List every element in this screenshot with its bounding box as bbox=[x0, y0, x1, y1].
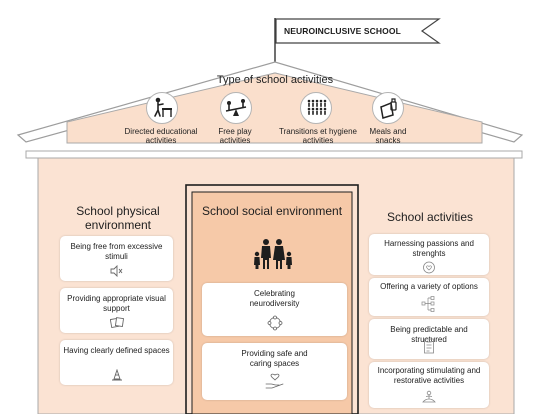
activity-icon-circle bbox=[372, 92, 404, 124]
heart-circle-icon bbox=[423, 261, 435, 274]
family-icon bbox=[254, 239, 292, 269]
seesaw-icon bbox=[225, 99, 247, 116]
social-box-border bbox=[185, 184, 359, 414]
activities-column-title: School activities bbox=[386, 210, 474, 224]
activities-card: Offering a variety of options bbox=[369, 278, 489, 316]
activity-icon-circle bbox=[146, 92, 178, 124]
crowd-icon bbox=[307, 99, 327, 115]
social-card-label: Celebrating neurodiversity bbox=[249, 289, 300, 308]
picture-cards-icon bbox=[109, 317, 124, 328]
social-card-label: Providing safe and caring spaces bbox=[241, 349, 308, 368]
lunchbox-icon bbox=[380, 98, 397, 119]
activities-card: Harnessing passions and strenghts bbox=[369, 234, 489, 275]
activity-label-transitions: Transitions et hygiene activities bbox=[279, 127, 357, 145]
activity-label-meals: Meals and snacks bbox=[369, 127, 407, 145]
options-tree-icon bbox=[421, 296, 435, 312]
physical-column-title: School physical environment bbox=[76, 204, 160, 232]
physical-card: Being free from excessive stimuli bbox=[60, 236, 173, 281]
activity-label-free-play: Free play activities bbox=[218, 127, 252, 145]
activities-card-label: Offering a variety of options bbox=[380, 282, 478, 291]
checklist-icon bbox=[424, 338, 434, 354]
heart-in-hand-icon bbox=[265, 373, 283, 389]
activities-card: Being predictable and structured bbox=[369, 319, 489, 359]
activity-icon-circle bbox=[300, 92, 332, 124]
activity-label-directed: Directed educational activities bbox=[124, 127, 198, 145]
connected-people-icon bbox=[267, 315, 282, 331]
flag-title: NEUROINCLUSIVE SCHOOL bbox=[284, 26, 401, 36]
social-card: Celebrating neurodiversity bbox=[202, 283, 347, 336]
cornice bbox=[25, 150, 523, 159]
social-card: Providing safe and caring spaces bbox=[202, 343, 347, 400]
physical-card-label: Providing appropriate visual support bbox=[67, 294, 166, 313]
activities-card-label: Incorporating stimulating and restorativ… bbox=[377, 366, 481, 385]
physical-card: Providing appropriate visual support bbox=[60, 288, 173, 333]
activities-card-label: Harnessing passions and strenghts bbox=[384, 239, 474, 258]
meditation-icon bbox=[422, 390, 436, 403]
physical-card-label: Being free from excessive stimuli bbox=[70, 242, 163, 261]
flag-shape bbox=[275, 18, 441, 44]
activities-card: Incorporating stimulating and restorativ… bbox=[369, 362, 489, 408]
activity-icon-circle bbox=[220, 92, 252, 124]
muted-speaker-icon bbox=[110, 265, 122, 277]
social-column-title: School social environment bbox=[201, 204, 343, 218]
roof-title: Type of school activities bbox=[216, 74, 334, 86]
roof bbox=[16, 61, 524, 143]
traffic-cone-icon bbox=[111, 369, 122, 381]
physical-card: Having clearly defined spaces bbox=[60, 340, 173, 385]
teacher-desk-icon bbox=[154, 97, 172, 117]
physical-card-label: Having clearly defined spaces bbox=[63, 346, 170, 355]
